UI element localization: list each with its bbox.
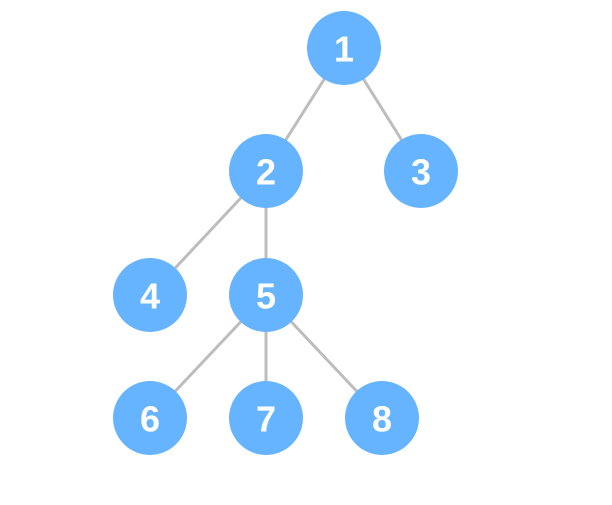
node-circle [229,381,303,455]
node-circle [229,134,303,208]
node-label: 8 [372,399,392,440]
node-label: 1 [334,29,354,70]
node-circle [113,258,187,332]
node-circle [307,11,381,85]
node-3: 3 [384,134,458,208]
node-circle [113,381,187,455]
node-label: 4 [140,276,160,317]
node-5: 5 [229,258,303,332]
node-label: 5 [256,276,276,317]
node-circle [384,134,458,208]
node-label: 3 [411,152,431,193]
node-circle [345,381,419,455]
node-label: 2 [256,152,276,193]
node-label: 7 [256,399,276,440]
edges-layer [148,46,423,420]
node-4: 4 [113,258,187,332]
node-6: 6 [113,381,187,455]
node-1: 1 [307,11,381,85]
node-label: 6 [140,399,160,440]
node-7: 7 [229,381,303,455]
node-circle [229,258,303,332]
node-2: 2 [229,134,303,208]
nodes-layer: 1 2 3 4 5 6 7 8 [113,11,458,455]
node-8: 8 [345,381,419,455]
